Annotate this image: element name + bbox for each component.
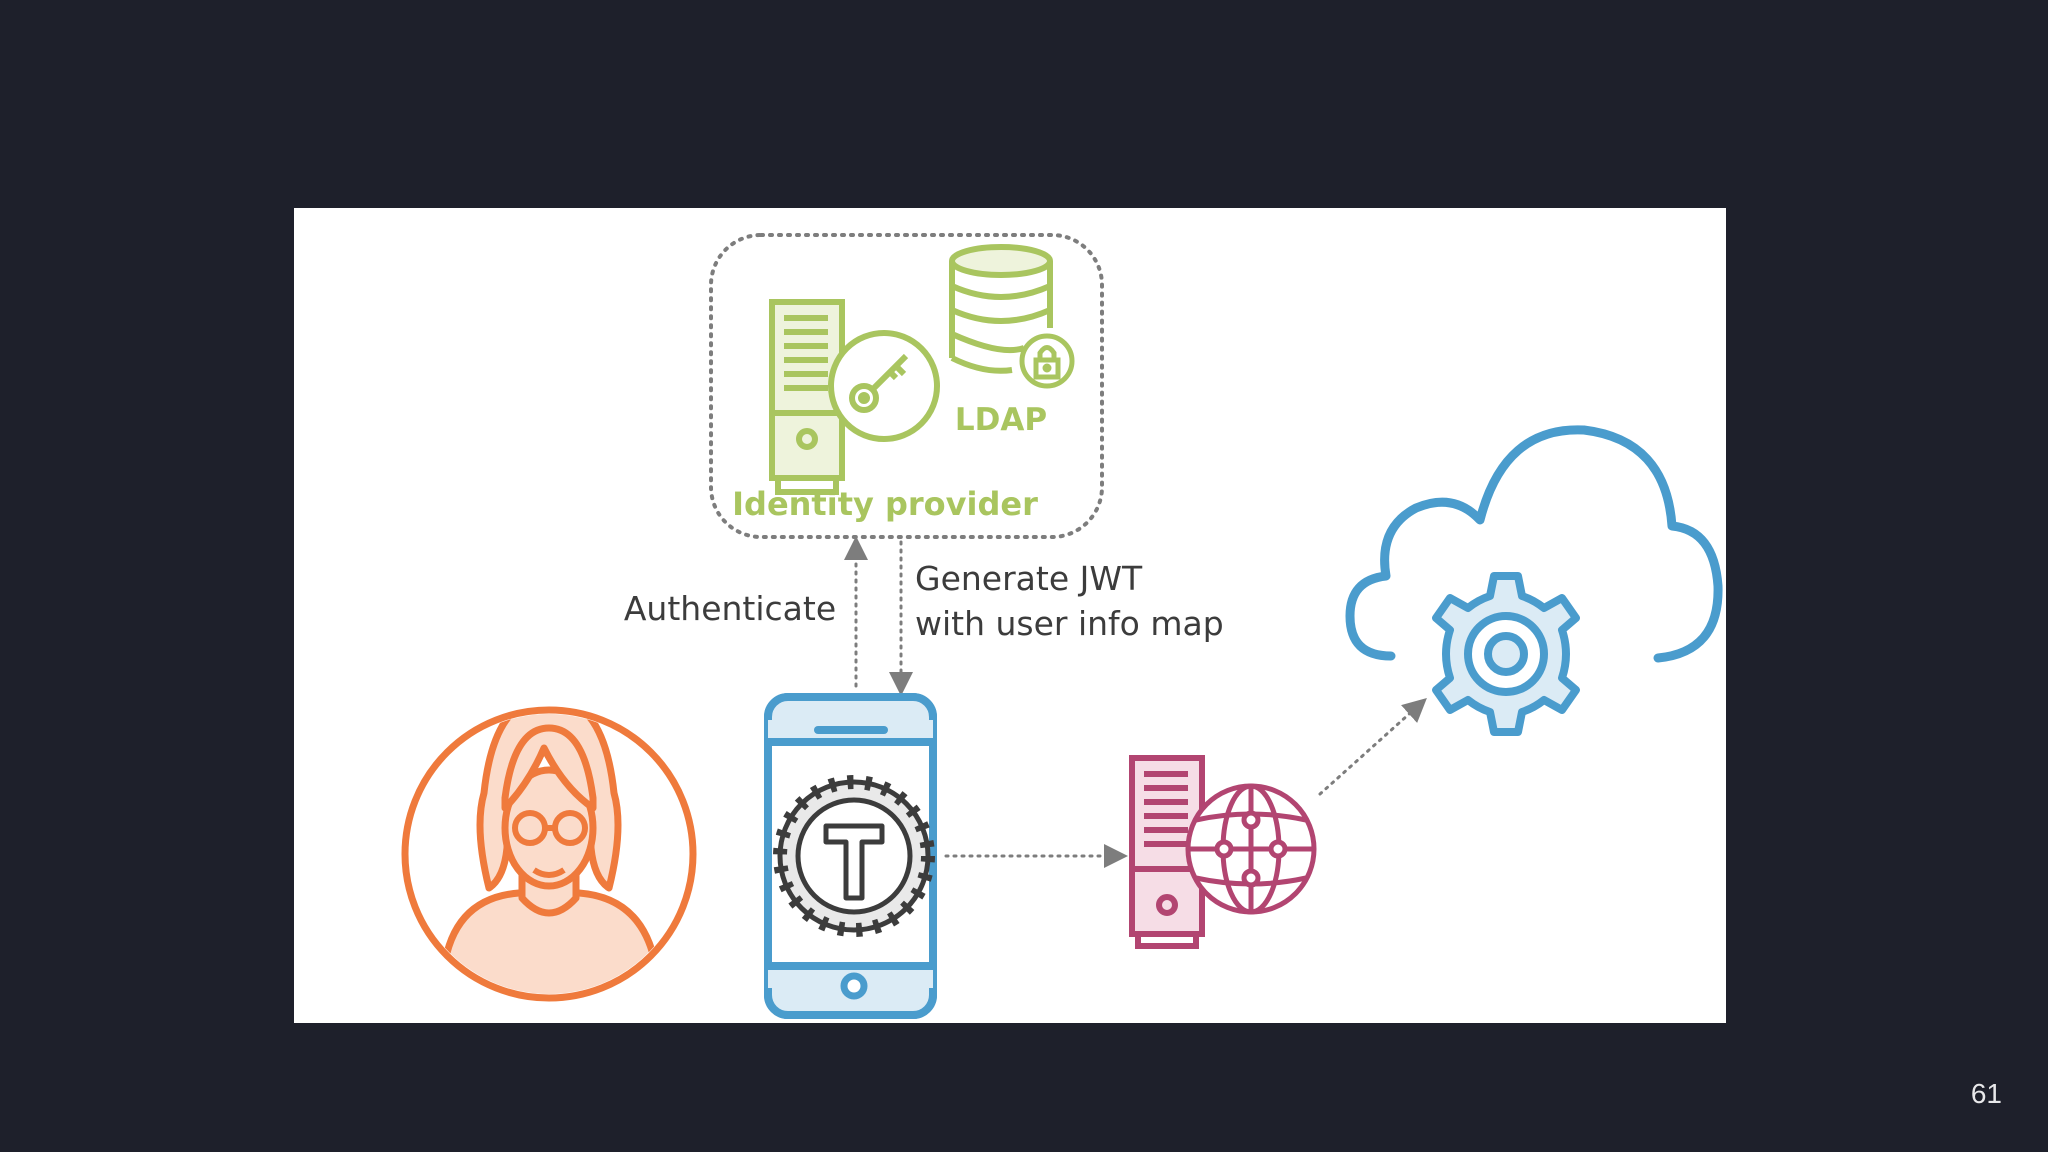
identity-provider-boundary xyxy=(709,233,1104,539)
server-to-cloud-arrow xyxy=(1318,697,1427,796)
ldap-database-icon xyxy=(949,244,1053,374)
token-coin-icon: T xyxy=(773,775,935,937)
identity-provider-group: LDAP Identity provider xyxy=(709,233,1104,539)
key-icon xyxy=(828,330,940,442)
user-avatar-icon xyxy=(401,706,697,1002)
globe-icon xyxy=(1185,783,1317,915)
slide-panel: LDAP Identity provider Authenticate Gene… xyxy=(294,208,1726,1023)
gear-icon xyxy=(1432,572,1580,736)
identity-provider-label: Identity provider xyxy=(732,485,1038,523)
cloud-service-icon xyxy=(1345,425,1723,663)
generate-jwt-label-line2: with user info map xyxy=(915,604,1224,643)
auth-flow-diagram: LDAP Identity provider Authenticate Gene… xyxy=(401,233,1723,1019)
lock-icon xyxy=(1019,333,1075,389)
generate-jwt-label-line1: Generate JWT xyxy=(915,559,1143,598)
authenticate-label: Authenticate xyxy=(624,589,836,628)
page-number: 61 xyxy=(1970,1078,2002,1109)
ldap-label: LDAP xyxy=(955,402,1047,438)
